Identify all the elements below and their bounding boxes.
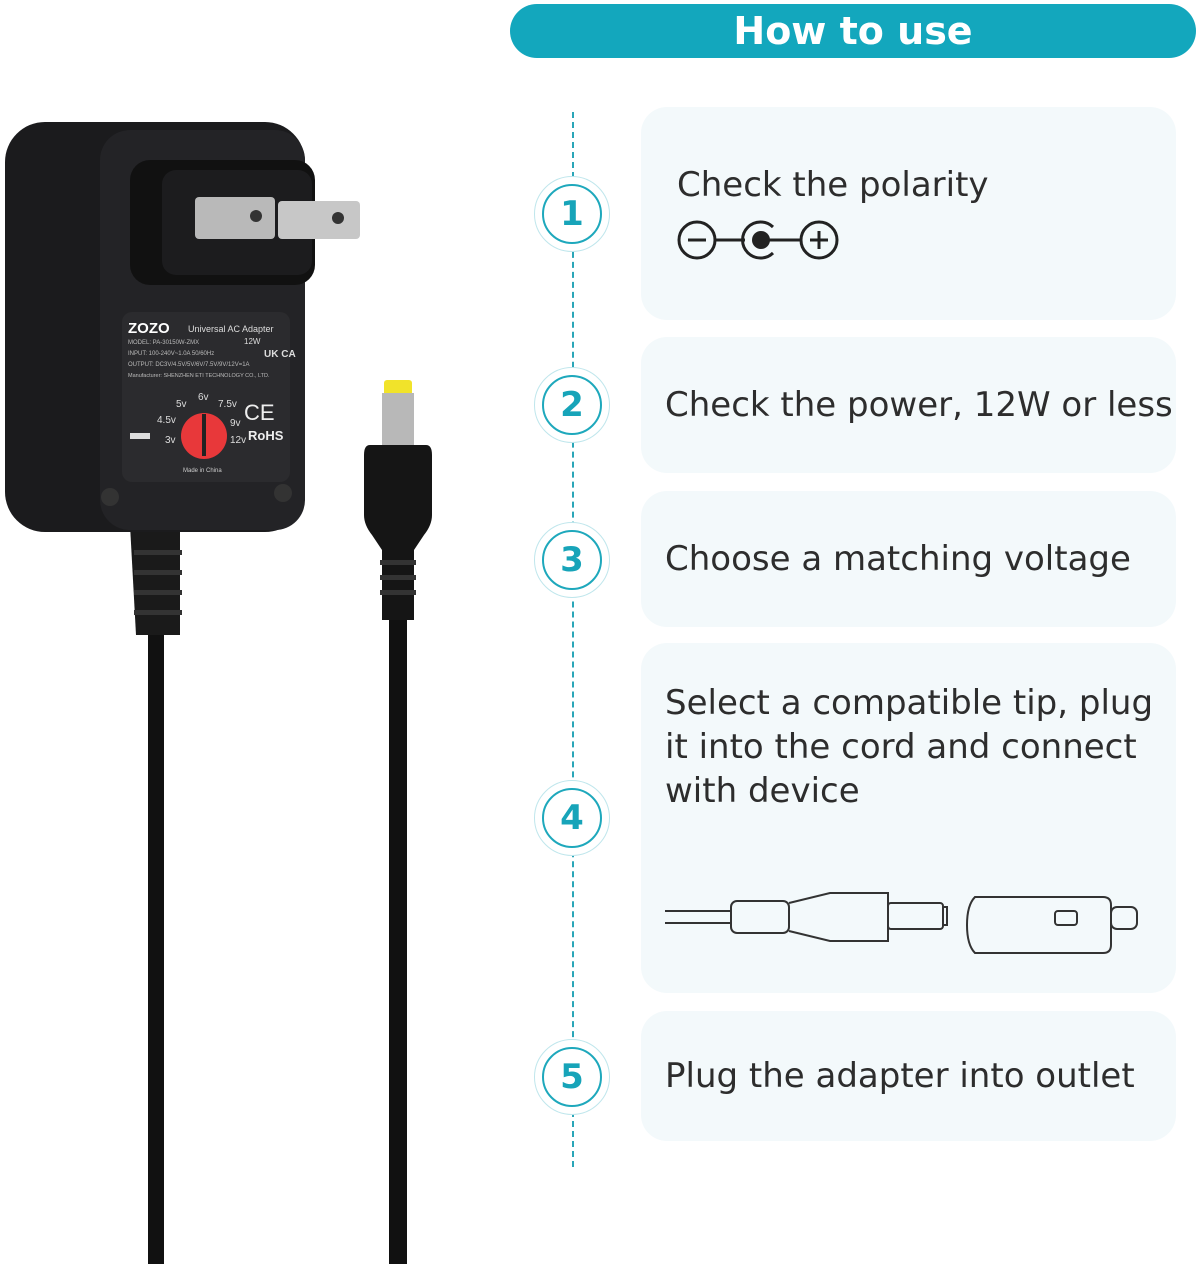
ukca-mark: UK CA bbox=[264, 349, 296, 360]
voltage-5v: 5v bbox=[176, 399, 187, 410]
rohs-mark: RoHS bbox=[248, 428, 284, 443]
step-card-4: Select a compatible tip, plug it into th… bbox=[641, 643, 1176, 993]
label-output: OUTPUT: DC3V/4.5V/5V/6V/7.5V/9V/12V=1A bbox=[128, 362, 250, 368]
brand-logo: ZOZO bbox=[128, 320, 170, 337]
step-card-3: Choose a matching voltage bbox=[641, 491, 1176, 627]
voltage-4-5v: 4.5v bbox=[157, 415, 176, 426]
step-card-5: Plug the adapter into outlet bbox=[641, 1011, 1176, 1141]
step-number-text: 4 bbox=[542, 788, 602, 848]
step-number-text: 5 bbox=[542, 1047, 602, 1107]
step-text: Check the polarity bbox=[677, 164, 989, 205]
label-input: INPUT: 100-240V~1.0A 50/60Hz bbox=[128, 351, 214, 357]
voltage-12v: 12v bbox=[230, 435, 246, 446]
step-number-text: 3 bbox=[542, 530, 602, 590]
step-card-2: Check the power, 12W or less bbox=[641, 337, 1176, 473]
header-title: How to use bbox=[733, 9, 973, 53]
voltage-7-5v: 7.5v bbox=[218, 399, 237, 410]
ac-adapter-image: ZOZO Universal AC Adapter 12W MODEL: PA-… bbox=[5, 122, 432, 1264]
timeline-dashed-line bbox=[572, 112, 574, 1167]
how-to-use-header: How to use bbox=[510, 4, 1196, 58]
label-manufacturer: Manufacturer: SHENZHEN ETI TECHNOLOGY CO… bbox=[128, 373, 270, 379]
step-text: Check the power, 12W or less bbox=[665, 385, 1173, 425]
voltage-9v: 9v bbox=[230, 418, 241, 429]
step-number-2: 2 bbox=[534, 367, 610, 443]
tip-connector-icon bbox=[665, 892, 1138, 954]
polarity-icon bbox=[677, 220, 839, 259]
label-title: Universal AC Adapter bbox=[188, 324, 274, 334]
step-text: Select a compatible tip, plug it into th… bbox=[665, 683, 1154, 811]
step-number-text: 2 bbox=[542, 375, 602, 435]
label-origin: Made in China bbox=[183, 468, 222, 474]
step-text: Plug the adapter into outlet bbox=[665, 1056, 1135, 1096]
step-card-1: Check the polarity bbox=[641, 107, 1176, 320]
ce-mark: CE bbox=[244, 400, 275, 425]
step-text: Choose a matching voltage bbox=[665, 539, 1131, 579]
voltage-3v: 3v bbox=[165, 435, 176, 446]
step-number-5: 5 bbox=[534, 1039, 610, 1115]
label-model: MODEL: PA-30150W-ZMX bbox=[128, 340, 199, 346]
step-number-1: 1 bbox=[534, 176, 610, 252]
step-number-4: 4 bbox=[534, 780, 610, 856]
step-number-3: 3 bbox=[534, 522, 610, 598]
label-power: 12W bbox=[244, 337, 261, 346]
step-number-text: 1 bbox=[542, 184, 602, 244]
voltage-6v: 6v bbox=[198, 392, 209, 403]
